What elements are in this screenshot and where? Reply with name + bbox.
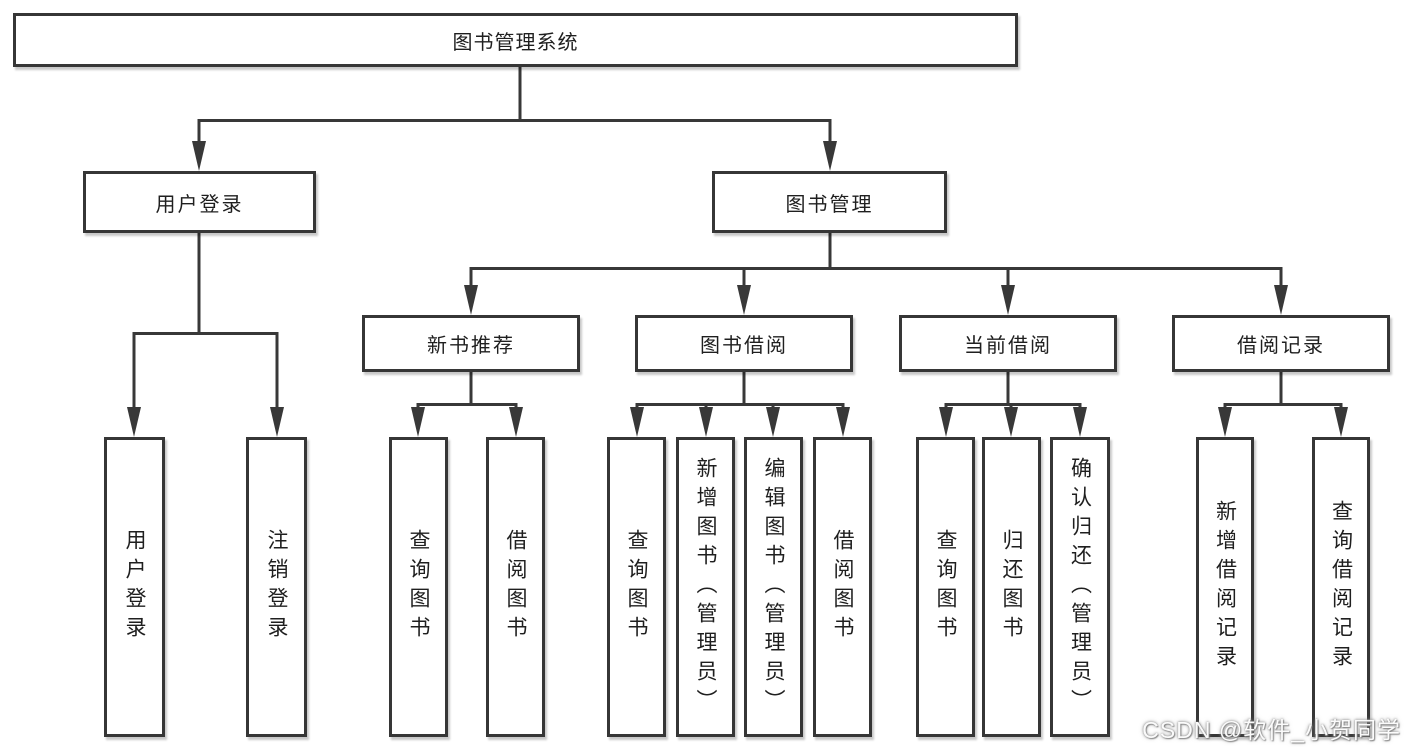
arrow-down-icon — [766, 407, 780, 437]
node-label: 借阅图书 — [504, 529, 527, 645]
leaf-borrow-books: 借阅图书 — [813, 437, 872, 737]
arrow-down-icon — [1004, 407, 1018, 437]
leaf-logout: 注销登录 — [246, 437, 307, 737]
arrow-down-icon — [509, 407, 523, 437]
node-label: 查询图书 — [407, 529, 430, 645]
node-label: 用户登录 — [123, 529, 146, 645]
leaf-edit-books-admin: 编辑图书（管理员） — [744, 437, 803, 737]
connector-book-borrow-leaves — [630, 372, 850, 437]
arrow-down-icon — [836, 407, 850, 437]
node-library-management-system: 图书管理系统 — [13, 13, 1018, 67]
node-label: 查询图书 — [934, 529, 957, 645]
node-label: 新书推荐 — [427, 335, 515, 357]
arrow-down-icon — [1274, 285, 1288, 315]
arrow-down-icon — [192, 141, 206, 171]
node-label: 编辑图书（管理员） — [762, 456, 785, 718]
leaf-query-books-current: 查询图书 — [916, 437, 975, 737]
arrow-down-icon — [823, 141, 837, 171]
arrow-down-icon — [464, 285, 478, 315]
node-label: 用户登录 — [155, 193, 244, 216]
node-current-borrowing: 当前借阅 — [899, 315, 1117, 372]
node-label: 图书管理 — [785, 193, 874, 216]
leaf-confirm-return-admin: 确认归还（管理员） — [1050, 437, 1110, 737]
connector-user-login-leaves — [127, 233, 284, 437]
node-label: 新增借阅记录 — [1213, 500, 1237, 674]
node-label: 图书借阅 — [700, 335, 788, 357]
csdn-watermark: CSDN @软件_小贺同学 — [1142, 717, 1401, 743]
connector-borrow-records-leaves — [1218, 372, 1348, 437]
leaf-borrow-books-rec: 借阅图书 — [486, 437, 545, 737]
arrow-down-icon — [270, 407, 284, 437]
node-label: 归还图书 — [1000, 529, 1023, 645]
arrow-down-icon — [630, 407, 644, 437]
arrow-down-icon — [737, 285, 751, 315]
connector-current-borrow-leaves — [939, 372, 1087, 437]
leaf-add-books-admin: 新增图书（管理员） — [676, 437, 735, 737]
node-new-book-recommendation: 新书推荐 — [362, 315, 580, 372]
arrow-down-icon — [127, 407, 141, 437]
leaf-query-borrow-record: 查询借阅记录 — [1312, 437, 1370, 737]
node-label: 查询借阅记录 — [1329, 500, 1353, 674]
leaf-query-books-borrow: 查询图书 — [607, 437, 666, 737]
leaf-query-books-rec: 查询图书 — [389, 437, 448, 737]
node-book-borrowing: 图书借阅 — [635, 315, 853, 372]
node-label: 借阅记录 — [1237, 335, 1325, 357]
node-book-management: 图书管理 — [712, 171, 947, 233]
node-label: 借阅图书 — [831, 529, 854, 645]
arrow-down-icon — [1073, 407, 1087, 437]
arrow-down-icon — [939, 407, 953, 437]
node-user-login: 用户登录 — [83, 171, 316, 233]
arrow-down-icon — [1218, 407, 1232, 437]
arrow-down-icon — [1001, 285, 1015, 315]
node-borrowing-records: 借阅记录 — [1172, 315, 1390, 372]
arrow-down-icon — [699, 407, 713, 437]
arrow-down-icon — [411, 407, 425, 437]
node-label: 注销登录 — [265, 529, 288, 645]
leaf-add-borrow-record: 新增借阅记录 — [1196, 437, 1254, 737]
node-label: 新增图书（管理员） — [694, 456, 717, 718]
leaf-user-login: 用户登录 — [104, 437, 165, 737]
connector-new-book-rec-leaves — [411, 372, 523, 437]
node-label: 查询图书 — [625, 529, 648, 645]
arrow-down-icon — [1334, 407, 1348, 437]
connector-book-management-groups — [464, 233, 1288, 315]
node-label: 确认归还（管理员） — [1068, 456, 1092, 718]
connector-root-branches — [192, 67, 837, 171]
node-label: 当前借阅 — [964, 335, 1052, 357]
node-label: 图书管理系统 — [452, 31, 579, 54]
leaf-return-books: 归还图书 — [982, 437, 1041, 737]
